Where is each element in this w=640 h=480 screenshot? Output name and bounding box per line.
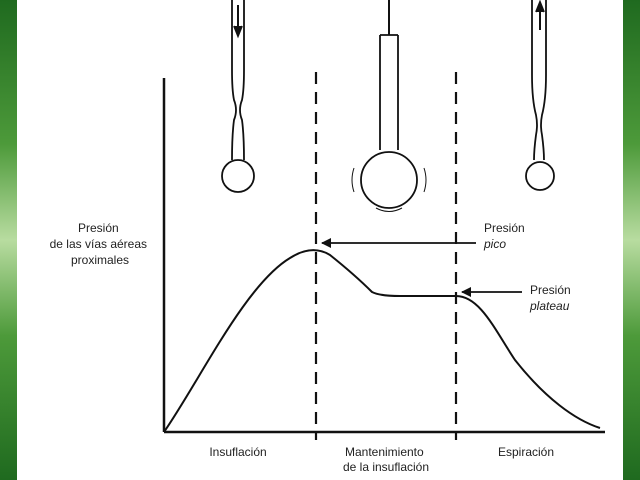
balloon-inflating-icon bbox=[221, 0, 255, 193]
balloon-held-icon bbox=[351, 0, 427, 212]
left-green-border bbox=[0, 0, 17, 480]
right-green-border bbox=[623, 0, 640, 480]
balloon-deflating-icon bbox=[525, 0, 555, 191]
phase-hold-label: Mantenimiento de la insuflación bbox=[343, 445, 429, 474]
peak-pressure-label: Presión pico bbox=[483, 221, 528, 251]
phase-insufflation-label: Insuflación bbox=[209, 445, 266, 459]
plateau-pressure-label: Presión plateau bbox=[529, 283, 574, 313]
phase-expiration-label: Espiración bbox=[498, 445, 554, 459]
y-axis-label: Presión de las vías aéreas proximales bbox=[50, 221, 151, 267]
pressure-curve bbox=[163, 249, 601, 433]
